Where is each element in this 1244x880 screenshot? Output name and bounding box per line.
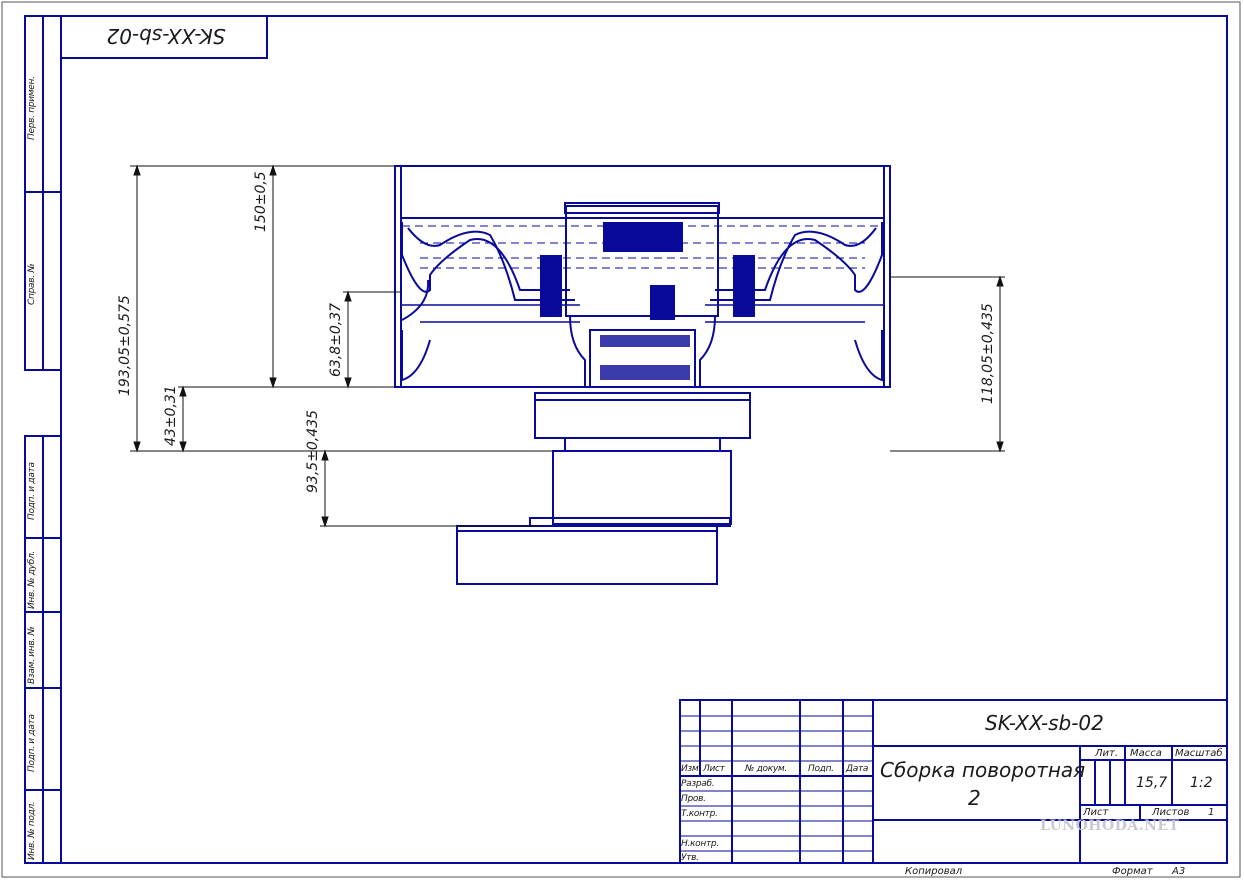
header-sign: Подп. <box>808 764 834 774</box>
header-list: Лист <box>703 764 725 774</box>
designation: SK-XX-sb-02 <box>985 711 1104 735</box>
role-label: Пров. <box>681 794 706 804</box>
dim-lower-offset: 43±0,31 <box>163 385 179 446</box>
sheets-value: 1 <box>1208 807 1215 818</box>
strip-label: Перв. примен. <box>27 76 37 140</box>
drawing-title-line2: 2 <box>968 786 981 810</box>
scale-label: Масштаб <box>1175 748 1223 759</box>
strip-label: Подп. и дата <box>27 714 37 772</box>
role-label: Т.контр. <box>681 809 718 819</box>
header-izm: Изм. <box>681 764 701 774</box>
drawing-title: Сборка поворотная <box>880 758 1086 782</box>
sheets-label: Листов <box>1152 807 1190 818</box>
scale-value: 1:2 <box>1190 775 1213 791</box>
dim-hub: 63,8±0,37 <box>328 302 344 377</box>
strip-label: Инв. № дубл. <box>27 551 37 609</box>
header-doc: № докум. <box>745 764 787 774</box>
strip-label: Справ. № <box>27 263 37 305</box>
format-value: A3 <box>1172 866 1186 877</box>
format-label: Формат <box>1112 866 1153 877</box>
assembly-view <box>394 165 891 585</box>
mass-label: Масса <box>1130 748 1162 759</box>
copied-label: Копировал <box>905 866 963 877</box>
role-label: Разраб. <box>681 779 715 789</box>
dim-wheel: 150±0,5 <box>253 171 269 232</box>
watermark-logo: LUNOHODA.NET <box>1040 818 1180 834</box>
strip-label: Взам. инв. № <box>27 626 37 684</box>
dim-right: 118,05±0,435 <box>980 303 996 404</box>
dimension-lines <box>130 164 1005 528</box>
designation-rotated: SK-XX-sb-02 <box>106 24 226 48</box>
role-label: Н.контр. <box>681 839 719 849</box>
lit-label: Лит. <box>1095 748 1119 759</box>
dim-base: 93,5±0,435 <box>305 410 321 493</box>
strip-label: Инв. № подл. <box>27 801 37 861</box>
header-date: Дата <box>846 764 869 774</box>
sheet-label: Лист <box>1083 807 1109 818</box>
mass-value: 15,7 <box>1136 775 1168 791</box>
dim-overall: 193,05±0,575 <box>117 295 133 396</box>
role-label: Утв. <box>681 853 699 863</box>
strip-label: Подп. и дата <box>27 462 37 520</box>
